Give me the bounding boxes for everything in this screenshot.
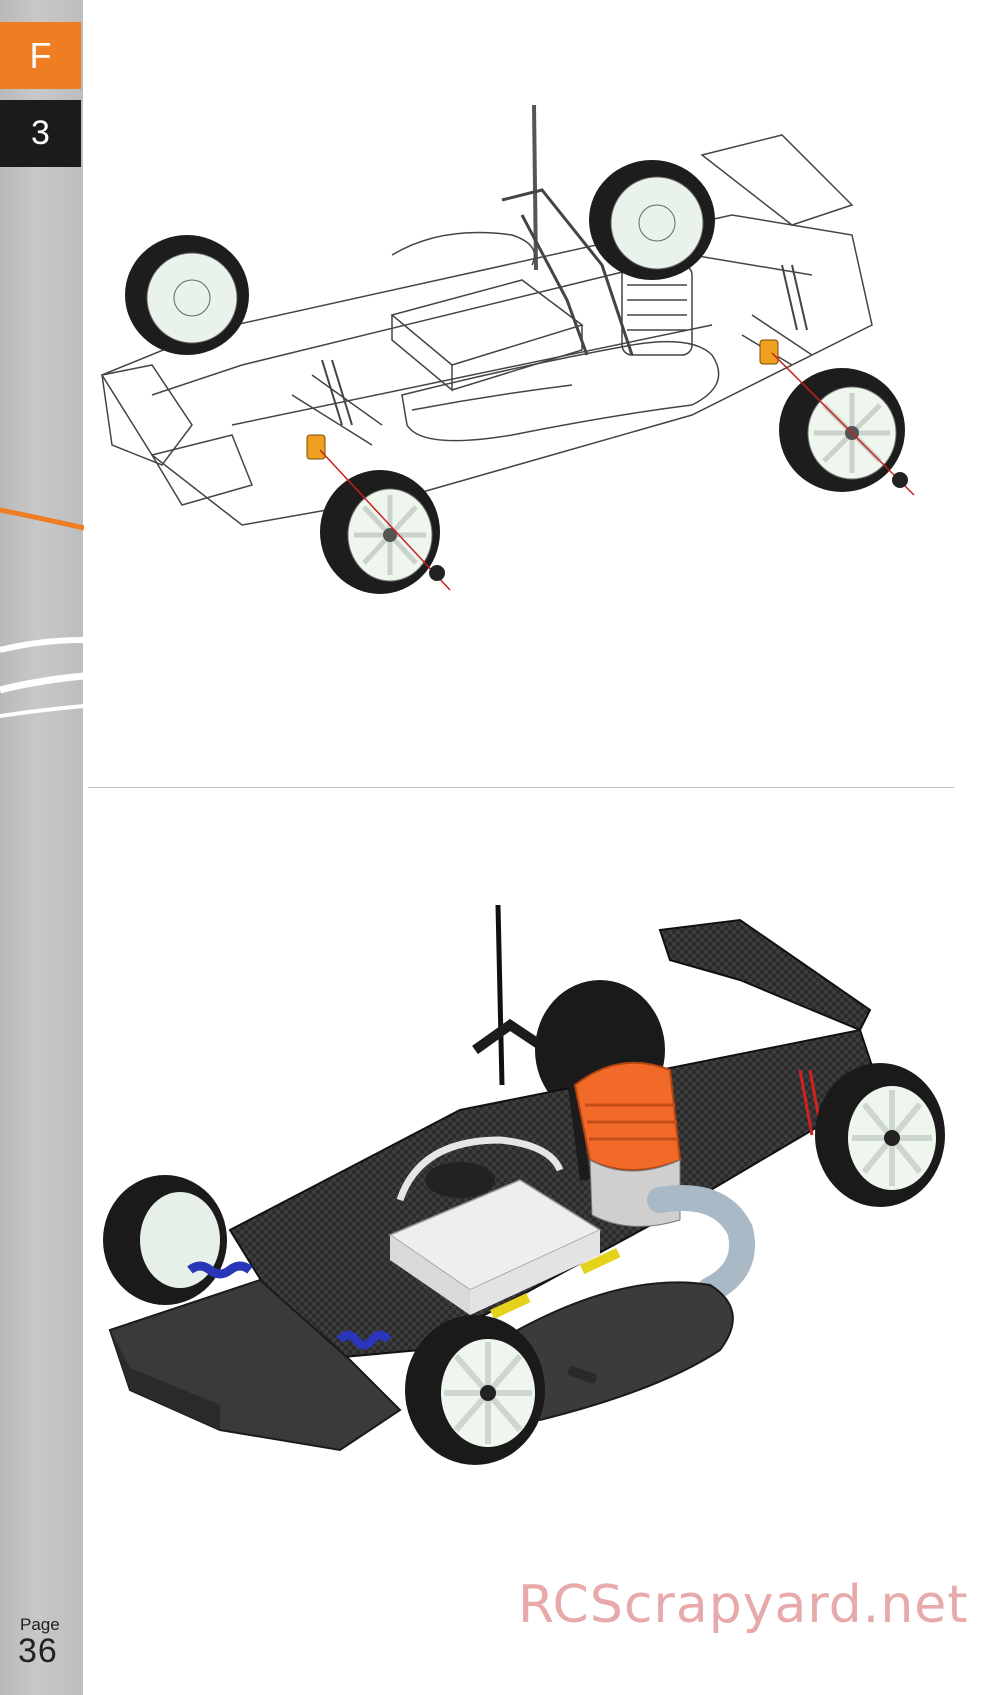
step-tab: 3 <box>0 100 81 167</box>
section-divider <box>88 787 954 788</box>
section-letter: F <box>29 34 52 76</box>
watermark-text: RCScrapyard.net <box>518 1575 969 1635</box>
chassis-wheel-mounting-icon <box>100 104 915 594</box>
nitro-chassis-render-icon <box>103 904 945 1465</box>
step-number: 3 <box>31 114 50 152</box>
sidebar-swoosh-decoration <box>0 507 84 718</box>
section-tab: F <box>0 22 81 89</box>
sidebar: F 3 Page 36 <box>0 0 84 1695</box>
page-label: Page <box>20 1615 60 1634</box>
page-number: 36 <box>18 1632 58 1670</box>
